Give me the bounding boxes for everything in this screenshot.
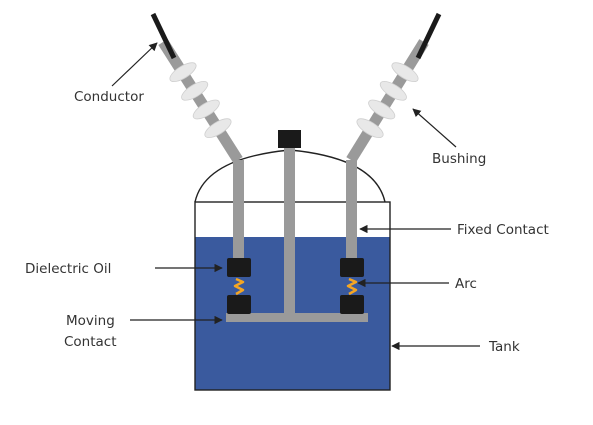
right-conductor <box>415 12 442 60</box>
tank-label: Tank <box>488 339 520 355</box>
right-moving-contact <box>340 295 364 314</box>
center-rod <box>284 144 295 322</box>
conductor-pointer <box>111 42 158 87</box>
right-fixed-contact <box>340 258 364 277</box>
conductor-label: Conductor <box>74 89 144 105</box>
bushing-label: Bushing <box>432 151 486 167</box>
moving-contact-label-line1: Moving <box>66 313 115 329</box>
moving-contact-bar <box>226 313 368 322</box>
arc-label: Arc <box>455 276 477 292</box>
right-arc <box>346 277 358 296</box>
fixed-contact-label: Fixed Contact <box>457 222 549 238</box>
left-conductor <box>150 12 177 60</box>
left-arc <box>233 277 245 296</box>
left-moving-contact <box>227 295 251 314</box>
left-fixed-contact <box>227 258 251 277</box>
left-fixed-rod <box>233 160 244 260</box>
right-fixed-rod <box>346 160 357 260</box>
top-cap <box>278 130 301 148</box>
dielectric-oil-label: Dielectric Oil <box>25 261 111 277</box>
moving-contact-label-line2: Contact <box>64 334 117 350</box>
bushing-pointer <box>412 108 457 148</box>
right-bushing <box>346 39 429 163</box>
left-bushing <box>158 39 243 163</box>
